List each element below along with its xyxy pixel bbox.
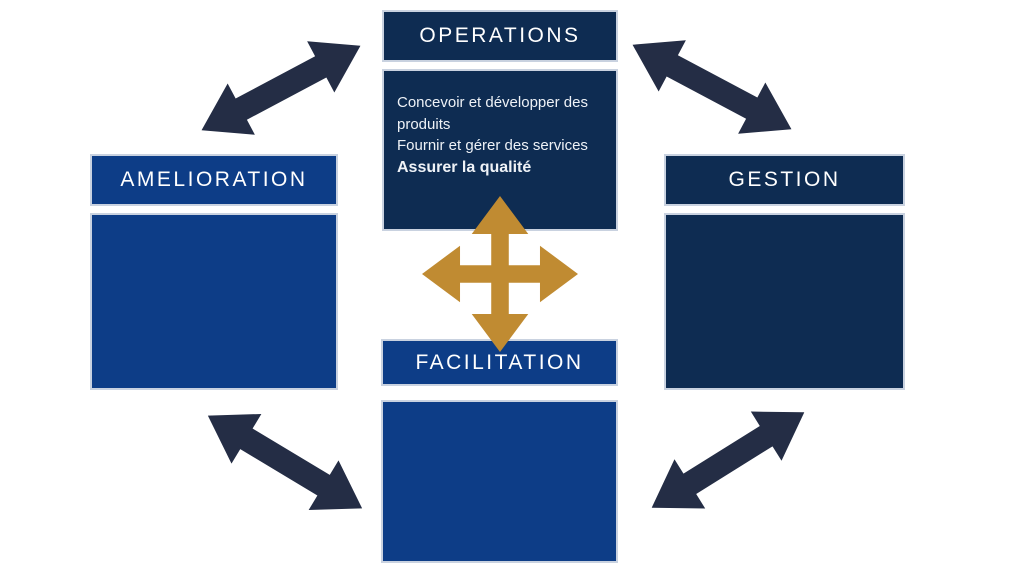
double-arrow-icon-amelioration-facilitation (190, 386, 380, 539)
facilitation-box (381, 400, 618, 563)
amelioration-label: AMELIORATION (120, 168, 308, 191)
four-way-move-arrow-icon (422, 196, 578, 352)
double-arrow-icon-amelioration-operations (185, 15, 377, 161)
gestion-header: GESTION (664, 154, 905, 206)
double-arrow-icon-facilitation-gestion (633, 383, 823, 538)
operations-label: OPERATIONS (419, 24, 581, 47)
operations-item-2: Fournir et gérer des services (397, 137, 588, 154)
amelioration-box (90, 213, 338, 390)
operations-header: OPERATIONS (382, 10, 618, 62)
gestion-box (664, 213, 905, 390)
double-arrow-icon-operations-gestion (616, 14, 808, 160)
operations-item-1: Concevoir et développer des produits (397, 94, 588, 133)
operations-items: Concevoir et développer des produits Fou… (384, 71, 616, 178)
operations-item-3: Assurer la qualité (397, 158, 532, 176)
gestion-label: GESTION (728, 168, 841, 191)
amelioration-header: AMELIORATION (90, 154, 338, 206)
facilitation-label: FACILITATION (415, 350, 584, 374)
